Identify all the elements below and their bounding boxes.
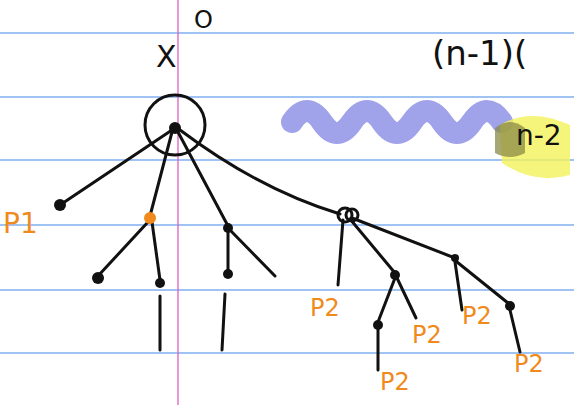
ruled-lines [0,33,574,353]
formula-text: n-2 [516,122,562,150]
tree-dots [54,122,515,330]
player-label: P2 [310,296,340,320]
player-label: P2 [412,323,442,347]
orange-dot [144,212,156,224]
player-label: P1 [3,210,38,238]
player-label: P2 [462,304,492,328]
player-mark: O [194,8,213,32]
player-label: P2 [380,370,410,394]
formula-text: (n-1)( [432,36,527,70]
player-mark: X [156,42,177,72]
player-label: P2 [514,352,544,376]
margin-line [177,0,178,405]
tree-lines [60,95,520,370]
purple-scribble [292,111,502,133]
